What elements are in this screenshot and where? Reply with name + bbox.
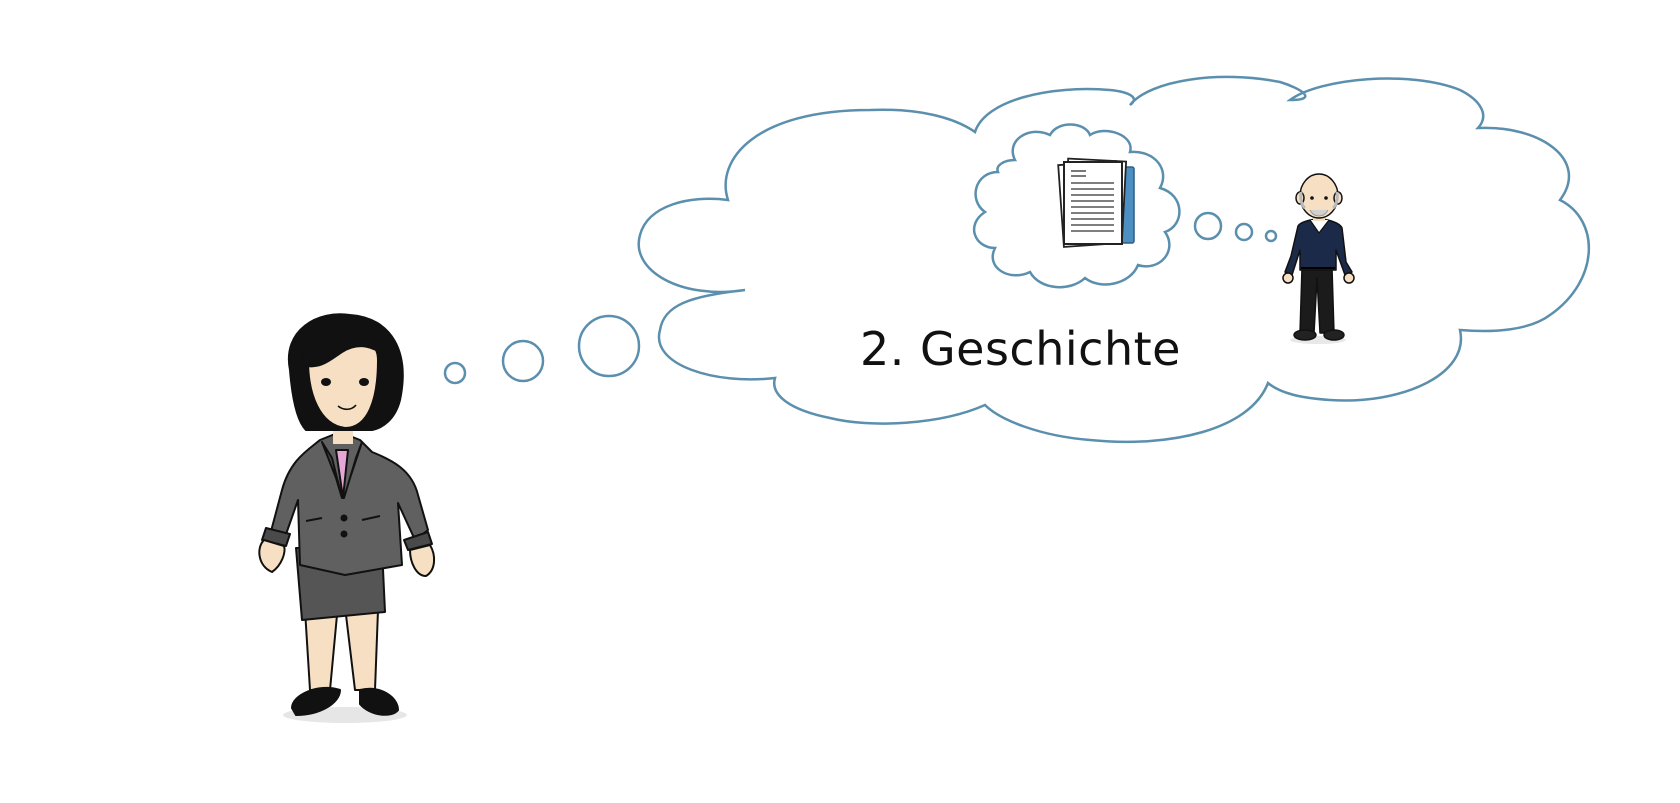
slide-caption: 2. Geschichte (860, 322, 1181, 376)
businesswoman-figure (258, 313, 436, 723)
elderly-man-figure (1282, 173, 1355, 344)
thought-dot-medium (501, 339, 545, 383)
thought-bubbles-woman (443, 314, 641, 385)
document-stack-icon (1057, 157, 1135, 248)
thought-dot-large (577, 314, 641, 378)
man-thought-dot-large (1193, 211, 1223, 241)
thought-dot-small (443, 361, 467, 385)
man-thought-dot-small (1264, 229, 1278, 243)
thought-bubbles-man (1193, 211, 1278, 243)
man-thought-dot-medium (1234, 222, 1254, 242)
